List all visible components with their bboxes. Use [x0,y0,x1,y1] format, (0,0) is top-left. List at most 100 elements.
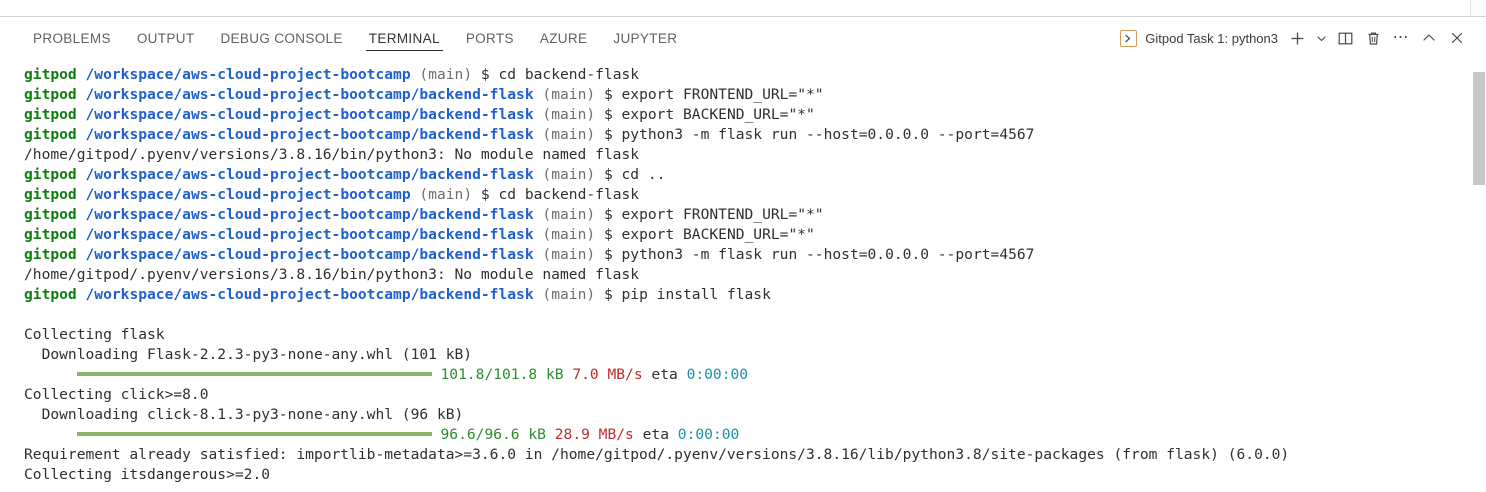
panel-header: PROBLEMS OUTPUT DEBUG CONSOLE TERMINAL PORTS… [0,17,1486,59]
prompt-user: gitpod [24,286,77,303]
terminal-progress-line: 96.6/96.6 kB 28.9 MB/s eta 0:00:00 [24,425,1289,445]
output-text: Downloading click-8.1.3-py3-none-any.whl… [24,406,464,423]
panel-header-actions: Gitpod Task 1: python3 [1116,17,1486,59]
sp [595,166,604,183]
sp [432,366,441,383]
tab-jupyter[interactable]: JUPYTER [613,30,678,46]
tab-problems[interactable]: PROBLEMS [33,30,111,46]
terminal-line-list: gitpod /workspace/aws-cloud-project-boot… [24,65,1289,485]
tab-azure[interactable]: AZURE [539,30,588,46]
new-terminal-dropdown-button[interactable] [1312,24,1330,52]
prompt-branch: (main) [542,106,596,123]
sp [77,226,86,243]
tab-debug-console[interactable]: DEBUG CONSOLE [220,30,343,46]
terminal-prompt-line: gitpod /workspace/aws-cloud-project-boot… [24,205,1289,225]
progress-size: 96.6/96.6 kB [440,426,546,443]
terminal-prompt-line: gitpod /workspace/aws-cloud-project-boot… [24,65,1289,85]
progress-bar [76,372,432,376]
terminal-prompt-line: gitpod /workspace/aws-cloud-project-boot… [24,285,1289,305]
prompt-user: gitpod [24,86,77,103]
kill-terminal-button[interactable] [1360,24,1386,52]
prompt-path: /workspace/aws-cloud-project-bootcamp/ba… [85,126,534,143]
progress-eta-label: eta [642,426,669,443]
terminal-scrollbar-thumb[interactable] [1473,72,1485,185]
terminal-prompt-line: gitpod /workspace/aws-cloud-project-boot… [24,105,1289,125]
prompt-branch: (main) [542,166,596,183]
sp [678,366,687,383]
prompt-path: /workspace/aws-cloud-project-bootcamp [85,186,411,203]
prompt-path: /workspace/aws-cloud-project-bootcamp/ba… [85,86,534,103]
prompt-command: $ export FRONTEND_URL="*" [603,206,824,223]
new-terminal-button[interactable] [1284,24,1310,52]
progress-speed: 28.9 MB/s [554,426,634,443]
prompt-path: /workspace/aws-cloud-project-bootcamp/ba… [85,206,534,223]
terminal-output-line: Requirement already satisfied: importlib… [24,445,1289,465]
output-text: /home/gitpod/.pyenv/versions/3.8.16/bin/… [24,146,640,163]
prompt-command: $ python3 -m flask run --host=0.0.0.0 --… [603,126,1035,143]
terminal-prompt-line: gitpod /workspace/aws-cloud-project-boot… [24,245,1289,265]
terminal-output-line: Collecting click>=8.0 [24,385,1289,405]
prompt-branch: (main) [542,226,596,243]
prompt-command: $ python3 -m flask run --host=0.0.0.0 --… [603,246,1035,263]
sp [595,86,604,103]
prompt-branch: (main) [419,66,473,83]
terminal-prompt-line: gitpod /workspace/aws-cloud-project-boot… [24,165,1289,185]
sp [77,166,86,183]
prompt-path: /workspace/aws-cloud-project-bootcamp/ba… [85,286,534,303]
sp [595,246,604,263]
prompt-branch: (main) [542,206,596,223]
tab-output[interactable]: OUTPUT [136,30,195,46]
terminal-output-line: /home/gitpod/.pyenv/versions/3.8.16/bin/… [24,145,1289,165]
sp [595,286,604,303]
prompt-branch: (main) [542,126,596,143]
terminal-prompt-line: gitpod /workspace/aws-cloud-project-boot… [24,85,1289,105]
terminal-scrollbar[interactable] [1472,59,1486,492]
prompt-user: gitpod [24,166,77,183]
sp [77,286,86,303]
terminal-selector-dropdown[interactable]: Gitpod Task 1: python3 [1116,28,1282,49]
terminal-output-line: /home/gitpod/.pyenv/versions/3.8.16/bin/… [24,265,1289,285]
sp [595,126,604,143]
prompt-branch: (main) [542,286,596,303]
prompt-command: $ export BACKEND_URL="*" [603,106,815,123]
close-panel-button[interactable] [1444,24,1470,52]
progress-size: 101.8/101.8 kB [440,366,564,383]
sp [77,206,86,223]
prompt-command: $ export BACKEND_URL="*" [603,226,815,243]
sp [564,366,573,383]
prompt-user: gitpod [24,226,77,243]
terminal-prompt-line: gitpod /workspace/aws-cloud-project-boot… [24,225,1289,245]
sp [77,126,86,143]
terminal-blank-line [24,305,1289,325]
prompt-path: /workspace/aws-cloud-project-bootcamp/ba… [85,166,534,183]
progress-eta: 0:00:00 [686,366,749,383]
prompt-user: gitpod [24,66,77,83]
sp [546,426,555,443]
terminal-output-line: Downloading Flask-2.2.3-py3-none-any.whl… [24,345,1289,365]
progress-speed: 7.0 MB/s [572,366,643,383]
split-terminal-button[interactable] [1332,24,1358,52]
sp [77,186,86,203]
output-text: Collecting click>=8.0 [24,386,209,403]
tab-terminal[interactable]: TERMINAL [356,17,453,59]
sp [77,246,86,263]
prompt-path: /workspace/aws-cloud-project-bootcamp [85,66,411,83]
terminal-progress-line: 101.8/101.8 kB 7.0 MB/s eta 0:00:00 [24,365,1289,385]
sp [77,106,86,123]
sp [595,226,604,243]
collapse-panel-button[interactable] [1416,24,1442,52]
prompt-user: gitpod [24,186,77,203]
terminal-output-area[interactable]: gitpod /workspace/aws-cloud-project-boot… [0,59,1486,492]
sp [472,66,481,83]
terminal-output-line: Collecting itsdangerous>=2.0 [24,465,1289,485]
sp [595,206,604,223]
sp [472,186,481,203]
terminal-more-actions-button[interactable]: ⋯ [1388,24,1414,52]
progress-indent [24,365,77,385]
prompt-user: gitpod [24,106,77,123]
tab-ports[interactable]: PORTS [465,30,514,46]
output-text: Downloading Flask-2.2.3-py3-none-any.whl… [24,346,473,363]
output-text: /home/gitpod/.pyenv/versions/3.8.16/bin/… [24,266,640,283]
progress-bar [76,432,432,436]
